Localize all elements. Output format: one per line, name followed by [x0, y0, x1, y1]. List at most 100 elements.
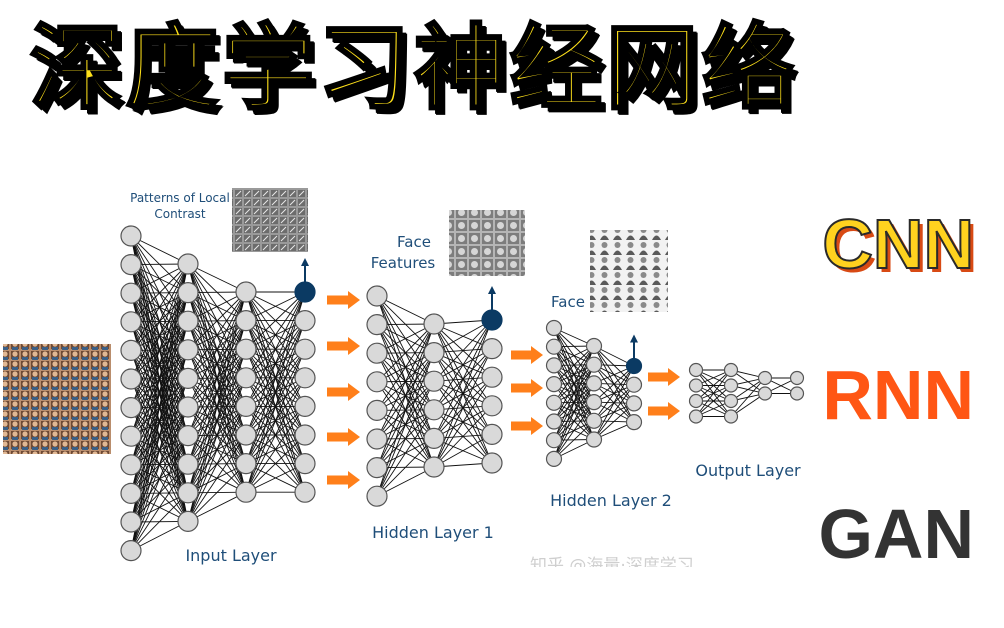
neuron-node — [481, 423, 503, 445]
pointer-arrowhead — [488, 286, 496, 294]
neuron-node — [235, 367, 257, 389]
connection-line — [130, 292, 189, 551]
neuron-node — [120, 511, 142, 533]
connection-line — [245, 291, 306, 436]
arrow-shape — [327, 428, 360, 446]
neuron-node — [235, 395, 257, 417]
connection-line — [433, 319, 493, 382]
connection-line — [187, 263, 247, 293]
connection-line — [593, 384, 635, 440]
input-face-images — [3, 344, 111, 454]
neuron-node — [366, 399, 388, 421]
arrow-shape — [511, 346, 543, 364]
neuron-node — [294, 367, 316, 389]
neuron-node — [120, 311, 142, 333]
connection-line — [433, 376, 493, 468]
neuron-node — [625, 395, 643, 412]
connection-line — [187, 463, 247, 522]
neuron-node — [120, 540, 142, 562]
neuron-node — [120, 282, 142, 304]
neuron-node — [366, 371, 388, 393]
connection-line — [433, 434, 493, 468]
neuron-node — [177, 339, 199, 361]
connection-line — [433, 319, 493, 439]
input-layer-label: Input Layer — [185, 546, 277, 565]
neuron-node — [757, 370, 773, 386]
face-label: Face — [551, 293, 585, 311]
connection-line — [730, 377, 766, 417]
connection-line — [433, 319, 493, 411]
connection-line — [130, 263, 189, 323]
neuron-node — [235, 481, 257, 503]
neuron-node — [366, 485, 388, 507]
neuron-node — [545, 394, 563, 411]
neuron-node — [177, 396, 199, 418]
neuron-node — [177, 425, 199, 447]
connection-line — [433, 348, 493, 468]
connection-line — [376, 323, 435, 440]
arrow-shape — [648, 368, 680, 386]
connection-line — [187, 291, 247, 522]
connection-line — [376, 466, 435, 497]
connection-line — [130, 492, 189, 551]
neuron-node — [585, 431, 603, 448]
connection-line — [130, 263, 189, 551]
connection-line — [130, 349, 189, 551]
output-layer-label: Output Layer — [695, 461, 801, 480]
connection-line — [187, 291, 247, 436]
neuron-node — [120, 482, 142, 504]
connection-line — [187, 291, 247, 493]
neuron-node — [366, 314, 388, 336]
neuron-node — [177, 482, 199, 504]
arrow-shape — [511, 379, 543, 397]
neuron-node — [294, 424, 316, 446]
connection-line — [593, 403, 635, 440]
neuron-node — [366, 285, 388, 307]
neuron-node — [789, 370, 805, 386]
neuron-node — [120, 368, 142, 390]
neuron-node — [545, 376, 563, 393]
connection-line — [130, 263, 189, 294]
watermark: 知乎 @海量·深度学习 — [530, 556, 694, 567]
neuron-node — [625, 414, 643, 431]
connection-line — [245, 291, 306, 350]
connection-line — [376, 409, 435, 497]
connection-line — [130, 263, 189, 380]
connection-line — [553, 345, 595, 404]
neuron-node — [294, 310, 316, 332]
connection-line — [695, 369, 732, 417]
connection-line — [130, 520, 189, 552]
pointer-arrowhead — [301, 258, 309, 266]
connection-line — [187, 291, 247, 322]
connection-line — [376, 352, 435, 497]
connection-line — [245, 291, 306, 322]
neuron-node — [545, 319, 563, 337]
neuron-node — [757, 386, 773, 401]
connection-line — [593, 365, 635, 403]
neuron-node — [545, 357, 563, 374]
connection-line — [433, 405, 493, 468]
neuron-node — [294, 481, 316, 503]
highlight-node — [481, 309, 503, 331]
neuron-node — [294, 453, 316, 475]
patterns-label-line1: Patterns of Local — [130, 191, 230, 205]
connection-line — [553, 345, 595, 422]
arrow-shape — [511, 417, 543, 435]
connection-line — [130, 463, 189, 551]
neuron-node — [235, 424, 257, 446]
arrow-shape — [327, 291, 360, 309]
connection-line — [245, 349, 306, 493]
pointer-arrowhead — [630, 334, 638, 343]
connection-line — [245, 434, 306, 493]
face-portraits-image — [590, 230, 668, 312]
neuron-node — [481, 366, 503, 388]
neuron-node — [481, 395, 503, 417]
neuron-node — [120, 339, 142, 361]
connection-line — [695, 369, 732, 402]
connection-line — [245, 291, 306, 379]
neuron-node — [120, 253, 142, 276]
connection-line — [376, 381, 435, 497]
neuron-node — [789, 386, 805, 401]
connection-line — [187, 434, 247, 522]
neuron-node — [545, 432, 563, 449]
